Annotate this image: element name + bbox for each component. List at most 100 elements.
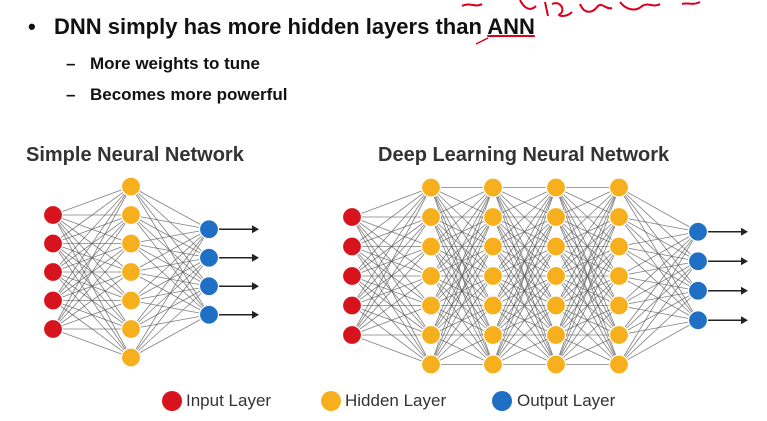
legend-hidden-dot — [321, 391, 341, 411]
deep-hidden-node — [482, 324, 504, 346]
deep-input-node — [341, 265, 363, 287]
deep-hidden-node — [545, 177, 567, 198]
simple-connection — [130, 257, 210, 358]
handwritten-annotation — [461, 0, 701, 45]
deep-connection — [555, 216, 620, 365]
deep-connection — [555, 187, 620, 277]
deep-hidden-node — [482, 177, 504, 198]
deep-connection — [492, 187, 557, 218]
deep-connection — [430, 246, 494, 365]
deep-output-node — [687, 251, 709, 272]
simple-connection — [52, 186, 132, 301]
simple-connection — [52, 243, 132, 330]
simple-hidden-node — [120, 261, 142, 283]
simple-connection — [130, 214, 210, 230]
deep-connection — [618, 231, 699, 247]
deep-hidden-node — [482, 206, 504, 228]
simple-connection — [52, 186, 132, 330]
deep-hidden-node — [420, 354, 442, 375]
deep-output-node — [687, 221, 709, 242]
deep-output-node — [687, 310, 709, 331]
legend-hidden-label: Hidden Layer — [345, 391, 447, 410]
simple-hidden-node — [120, 176, 142, 197]
deep-connection — [351, 275, 432, 336]
bullet-marker: • — [28, 14, 36, 39]
deep-connection — [351, 246, 432, 336]
simple-arrowhead — [252, 282, 259, 291]
deep-hidden-node — [482, 236, 504, 257]
simple-hidden-node — [120, 204, 142, 226]
deep-hidden-node — [608, 265, 630, 287]
deep-connection — [618, 231, 699, 306]
deep-connection — [351, 334, 432, 365]
deep-hidden-node — [608, 354, 630, 375]
deep-connection — [430, 216, 494, 365]
main-bullet-text-start: DNN simply has more hidden layers than — [54, 14, 488, 39]
deep-connection — [618, 290, 699, 365]
simple-output-node — [198, 276, 220, 297]
deep-hidden-node — [420, 206, 442, 228]
deep-connection — [618, 261, 699, 365]
deep-connection — [430, 187, 494, 306]
legend-output-dot — [492, 391, 512, 411]
deep-hidden-node — [608, 324, 630, 346]
deep-connection — [555, 187, 620, 247]
simple-output-node — [198, 219, 220, 240]
deep-connection — [555, 275, 620, 365]
deep-hidden-node — [420, 177, 442, 198]
deep-connection — [492, 187, 557, 247]
deep-connection — [618, 216, 699, 233]
deep-hidden-node — [608, 295, 630, 316]
simple-connection — [52, 300, 132, 330]
legend-input-dot — [162, 391, 182, 411]
deep-hidden-node — [420, 295, 442, 316]
deep-connection — [430, 187, 494, 218]
deep-connection — [430, 187, 494, 365]
simple-output-node — [198, 247, 220, 268]
deep-connection — [351, 187, 432, 277]
deep-network-title: Deep Learning Neural Network — [378, 144, 670, 166]
simple-output-node — [198, 304, 220, 325]
simple-connection — [52, 271, 132, 330]
deep-output-node — [687, 280, 709, 301]
deep-connection — [351, 187, 432, 218]
deep-connection — [492, 187, 557, 277]
deep-connection — [555, 187, 620, 365]
deep-connection — [618, 231, 699, 336]
deep-connection — [492, 216, 557, 365]
deep-hidden-node — [545, 206, 567, 228]
deep-connection — [492, 187, 557, 336]
deep-hidden-node — [608, 206, 630, 228]
deep-connection — [555, 187, 620, 306]
deep-connection — [492, 305, 557, 365]
simple-network-title: Simple Neural Network — [26, 144, 244, 166]
deep-connection — [492, 187, 557, 365]
simple-connection — [130, 229, 210, 358]
underlined-ann: ANN — [487, 14, 535, 39]
deep-input-node — [341, 295, 363, 316]
legend-input-label: Input Layer — [186, 391, 272, 410]
deep-connection — [618, 231, 699, 365]
simple-connection — [130, 186, 210, 230]
sub-bullet-marker: – — [66, 54, 76, 73]
simple-hidden-node — [120, 290, 142, 311]
deep-hidden-node — [420, 265, 442, 287]
deep-hidden-node — [545, 265, 567, 287]
deep-connection — [618, 319, 699, 365]
deep-connection — [555, 187, 620, 336]
deep-connection — [430, 187, 494, 247]
sub-bullet-text: Becomes more powerful — [90, 85, 288, 104]
simple-connection — [52, 214, 132, 330]
sub-bullet-marker: – — [66, 85, 76, 104]
deep-connection — [351, 305, 432, 336]
deep-connection — [555, 305, 620, 365]
deep-hidden-node — [545, 324, 567, 346]
deep-connection — [618, 231, 699, 277]
simple-input-node — [42, 290, 64, 311]
deep-hidden-node — [482, 295, 504, 316]
simple-input-node — [42, 204, 64, 226]
deep-hidden-node — [545, 354, 567, 375]
simple-hidden-node — [120, 318, 142, 340]
simple-arrowhead — [252, 253, 259, 262]
deep-input-node — [341, 324, 363, 346]
